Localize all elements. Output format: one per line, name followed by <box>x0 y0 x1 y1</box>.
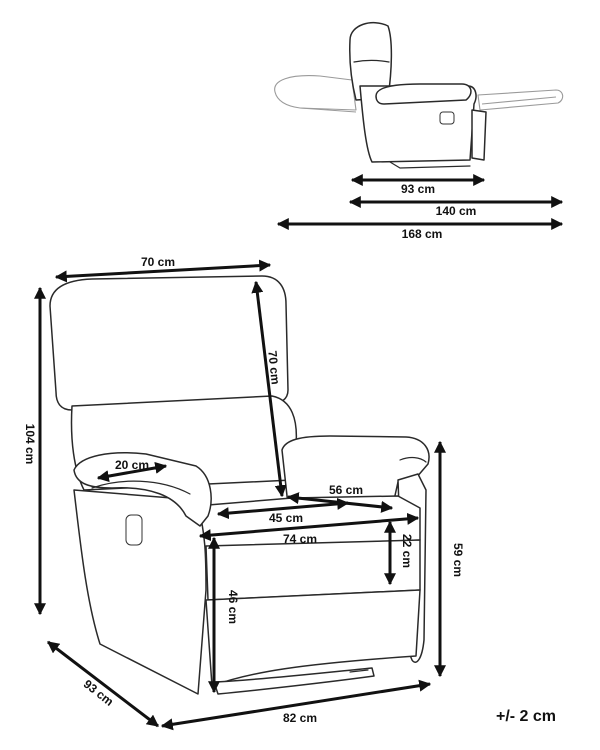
backrest-height-arrow <box>251 280 287 498</box>
arm-height-label: 59 cm <box>451 543 465 577</box>
seat-width-label: 45 cm <box>269 511 303 525</box>
recliner-chair-illustration <box>49 275 430 695</box>
armrest-width-arrow <box>96 461 168 483</box>
front-width-label: 70 cm <box>141 255 175 269</box>
seat-width-arrow <box>216 497 350 520</box>
seat-height-label: 46 cm <box>226 590 240 624</box>
seat-depth-label: 56 cm <box>329 483 363 497</box>
backrest-height-label: 70 cm <box>265 350 282 385</box>
total-height-label: 104 cm <box>23 424 37 465</box>
width-82-bottom-arrow <box>160 679 432 731</box>
reclined-dimension-lines: 93 cm 140 cm 168 cm <box>276 174 564 241</box>
reclined-depth-label: 93 cm <box>401 182 435 196</box>
reclined-length-label: 140 cm <box>436 204 477 218</box>
width-70-arrow <box>54 259 272 283</box>
bottom-width-label: 82 cm <box>283 711 317 725</box>
reclined-chair-illustration <box>274 21 564 169</box>
total-length-label: 168 cm <box>402 227 443 241</box>
front-width-74-arrow <box>198 512 420 542</box>
armrest-above-seat-label: 22 cm <box>400 534 414 568</box>
depth-93-bottom-arrow <box>47 640 159 728</box>
tolerance-note: +/- 2 cm <box>496 708 556 725</box>
front-dimension-lines: 70 cm 70 cm 104 cm 20 cm 56 cm 45 cm 74 … <box>23 255 465 731</box>
armrest-width-label: 20 cm <box>115 458 149 472</box>
front-width-74-label: 74 cm <box>283 532 317 546</box>
